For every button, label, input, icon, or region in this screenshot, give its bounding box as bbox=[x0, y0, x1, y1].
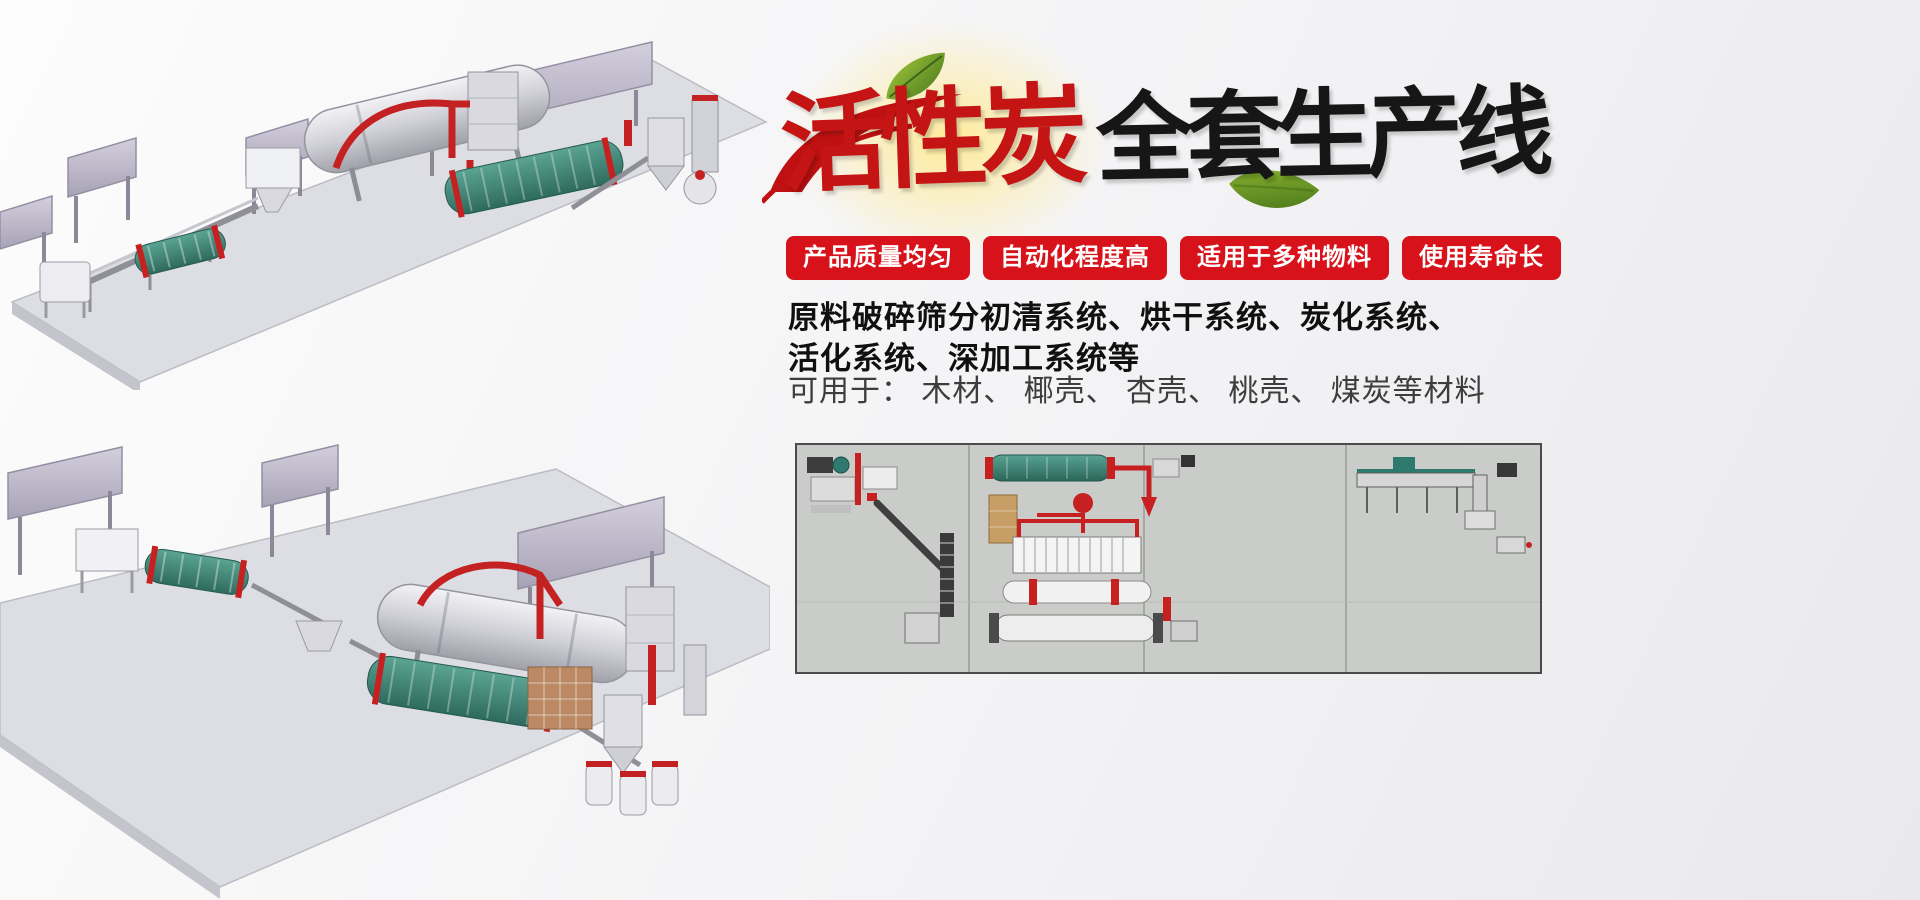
badge-quality: 产品质量均匀 bbox=[786, 236, 970, 280]
silo-and-tower bbox=[624, 95, 719, 205]
feed-tank bbox=[39, 261, 91, 318]
page-title: 活性炭全套生产线 bbox=[778, 72, 1547, 208]
badge-lifespan: 使用寿命长 bbox=[1402, 236, 1561, 280]
silo-and-tanks bbox=[585, 644, 707, 816]
brick-furnace bbox=[527, 666, 593, 730]
production-line-render-upper bbox=[0, 41, 768, 390]
production-line-render-lower bbox=[0, 444, 770, 899]
feeder-box bbox=[245, 147, 301, 213]
feeder-box bbox=[75, 528, 139, 593]
description-line-2: 活化系统、深加工系统等 bbox=[788, 341, 1140, 376]
description-line-1: 原料破碎筛分初清系统、烘干系统、炭化系统、 bbox=[788, 300, 1460, 335]
red-piping bbox=[416, 561, 563, 639]
packing-conveyor-section bbox=[1356, 457, 1532, 554]
screening-drum-green bbox=[144, 545, 249, 599]
title-red-part: 活性炭 bbox=[777, 71, 1083, 209]
hopper bbox=[295, 620, 343, 652]
outfeed-conveyor bbox=[570, 155, 650, 211]
small-screening-drum bbox=[134, 224, 226, 279]
layout-diagram-frame bbox=[795, 443, 1542, 674]
badge-materials: 适用于多种物料 bbox=[1180, 236, 1389, 280]
activation-drum-teal bbox=[444, 137, 624, 218]
mid-drum-with-red-rings bbox=[1002, 579, 1152, 605]
discharge-box bbox=[904, 612, 940, 644]
carbonization-unit bbox=[988, 493, 1142, 574]
bucket-elevator bbox=[940, 533, 954, 617]
control-cabinet bbox=[467, 71, 519, 151]
crushing-station bbox=[807, 453, 898, 513]
production-line-layout-diagram bbox=[797, 445, 1540, 672]
red-swoosh bbox=[762, 94, 962, 204]
system-description: 原料破碎筛分初清系统、烘干系统、炭化系统、 活化系统、深加工系统等 bbox=[788, 297, 1460, 379]
leaf-icon bbox=[886, 52, 945, 100]
feature-badges: 产品质量均匀 自动化程度高 适用于多种物料 使用寿命长 bbox=[786, 236, 1561, 280]
leaf-icon bbox=[1229, 170, 1320, 208]
badge-automation: 自动化程度高 bbox=[983, 236, 1167, 280]
inclined-conveyor bbox=[873, 499, 951, 577]
dryer-drum-top bbox=[985, 454, 1195, 517]
title-black-part: 全套生产线 bbox=[1095, 74, 1547, 196]
activation-drum-bottom bbox=[989, 597, 1198, 643]
applicable-materials: 可用于： 木材、 椰壳、 杏壳、 桃壳、 煤炭等材料 bbox=[788, 375, 1486, 408]
